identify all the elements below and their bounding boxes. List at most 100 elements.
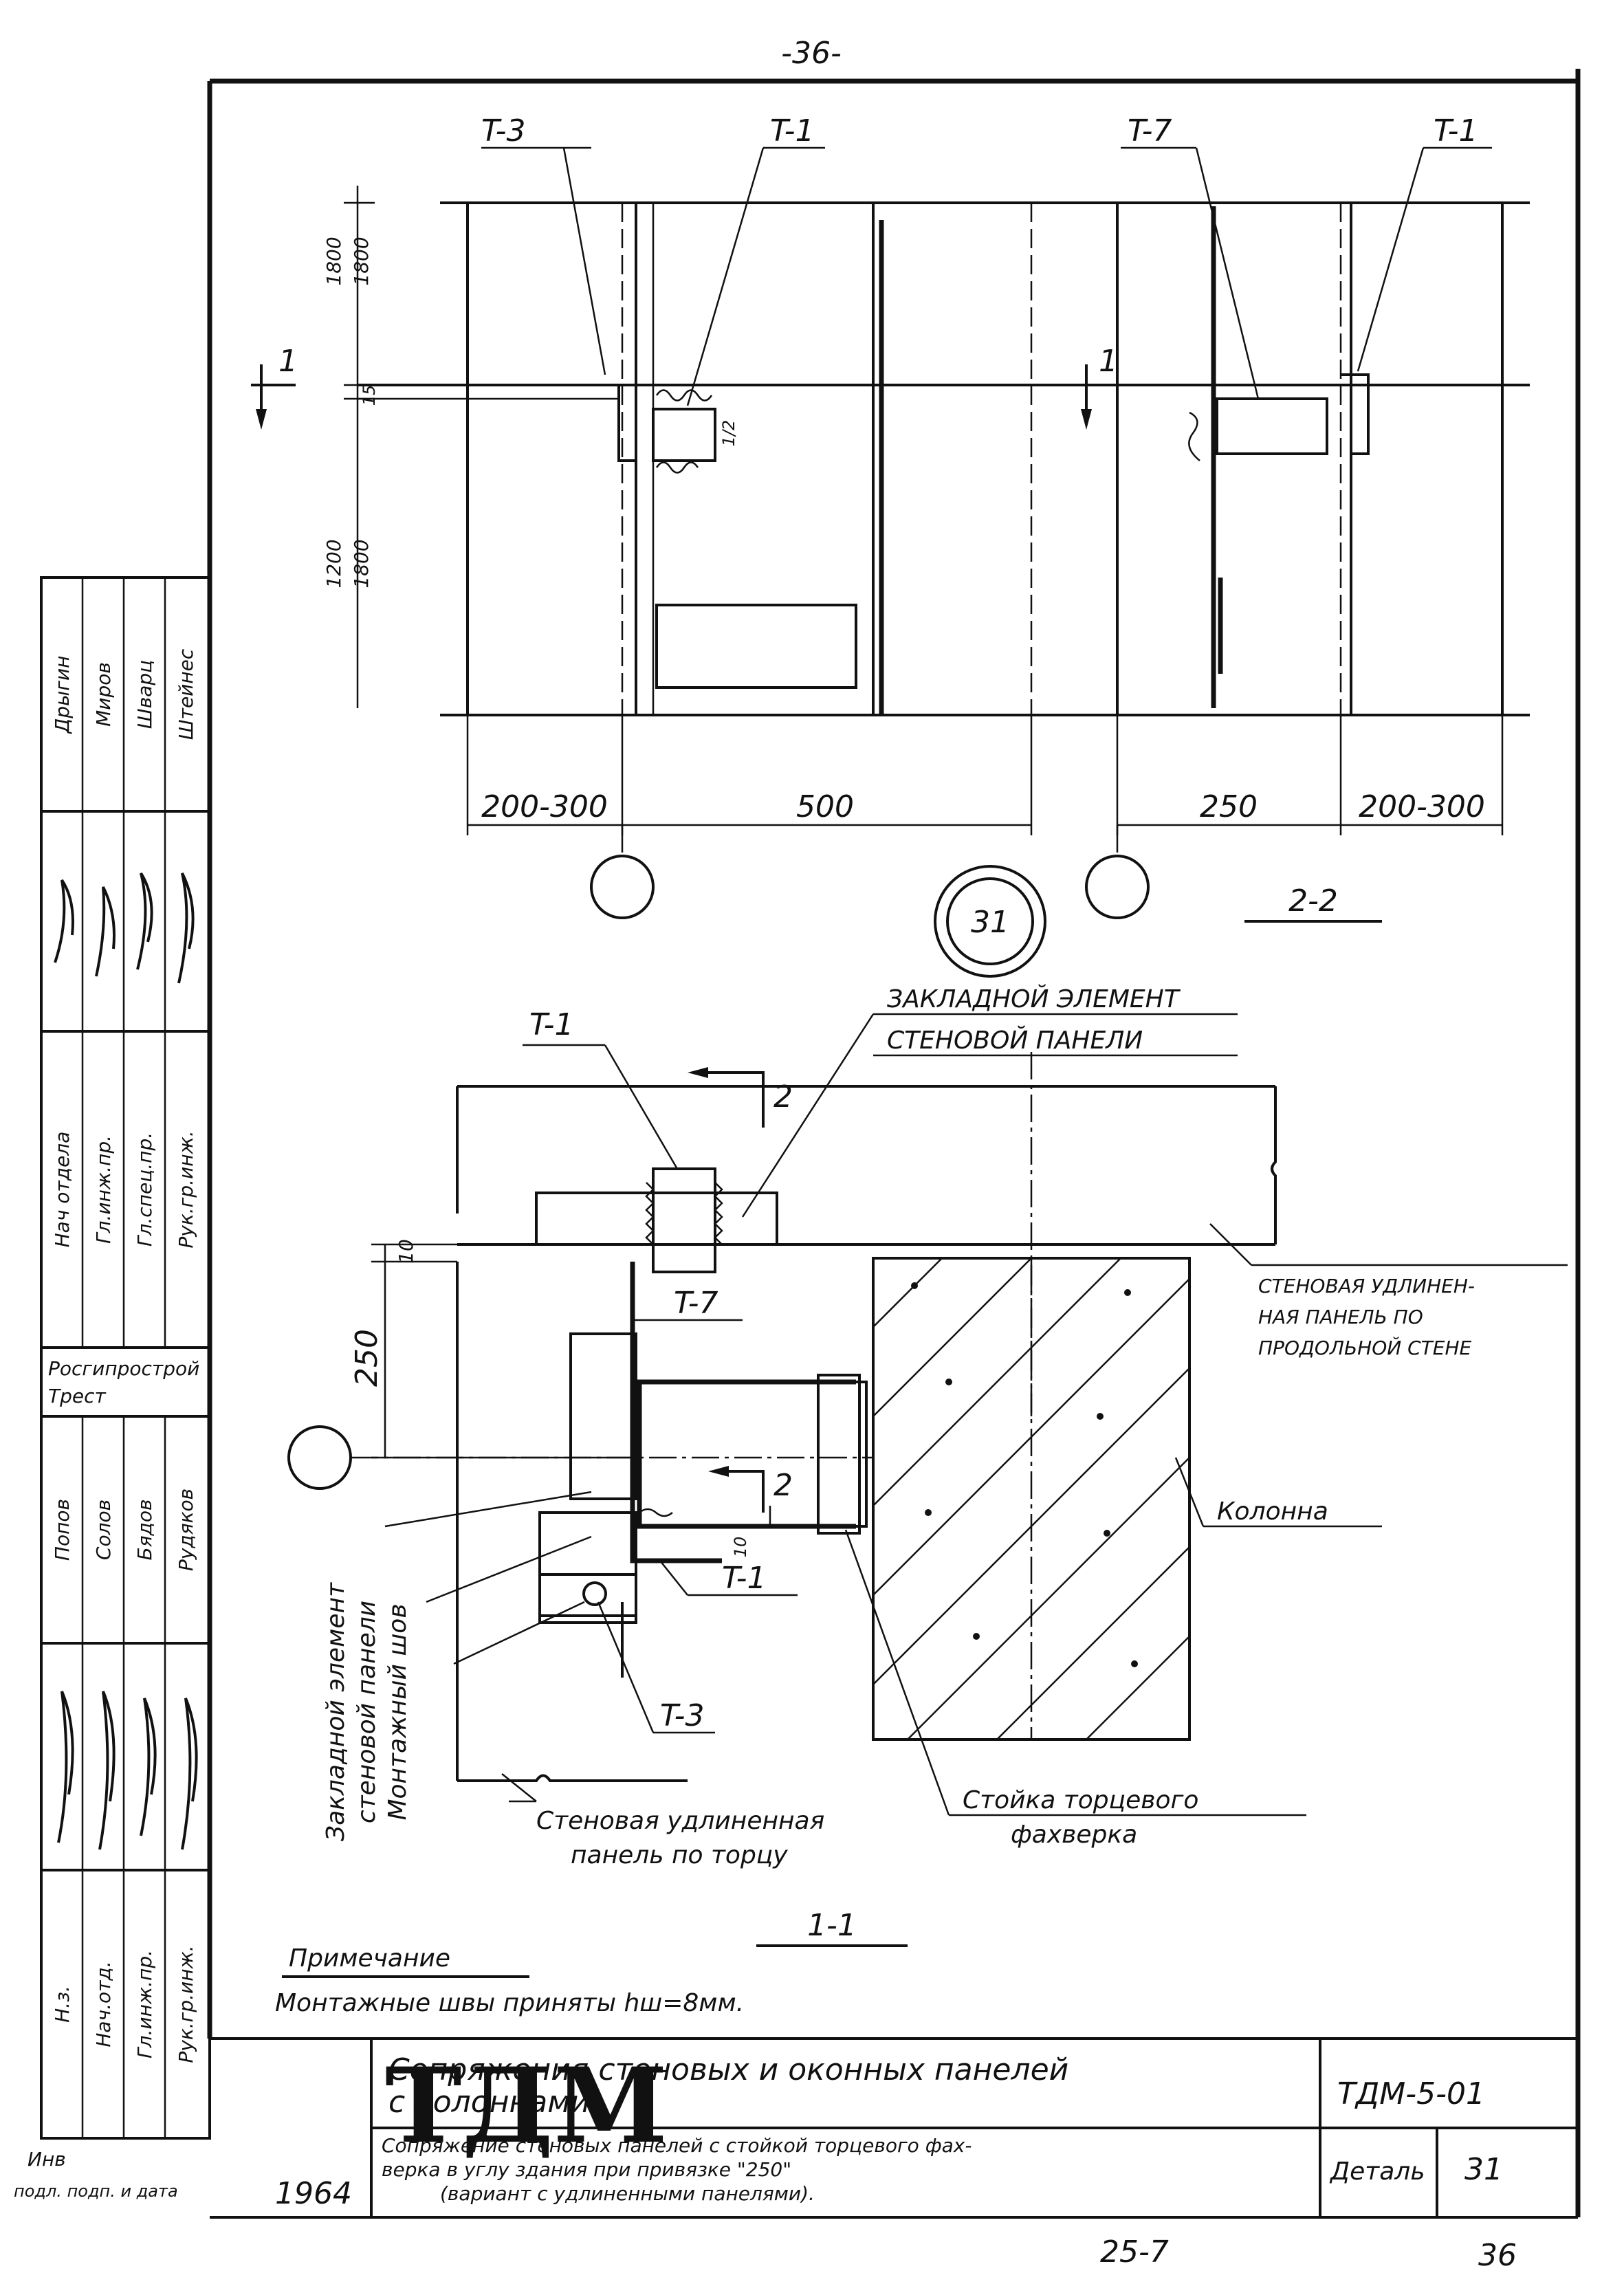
detail-label: Деталь (1329, 2157, 1425, 2186)
stamp1-name-2: Шварц (133, 660, 156, 729)
dim-200-300-right: 200-300 (1359, 789, 1485, 824)
axis-bubble-plan (287, 1425, 352, 1490)
cut-mark-1-right-label: 1 (1099, 344, 1118, 379)
stamp1-name-3: Штейнес (175, 648, 197, 740)
dim-250: 250 (1200, 789, 1258, 824)
weld-point (582, 1581, 607, 1606)
subtitle-line2: верка в углу здания при привязке "250" (382, 2158, 791, 2181)
cut-mark-2-top (701, 1071, 765, 1128)
callout-post-line1: Стойка торцевого (963, 1786, 1198, 1814)
inventory-label: Инв (28, 2148, 66, 2171)
seam-sealant (655, 389, 713, 402)
page-number-top: -36- (781, 36, 842, 71)
logo-tdm: ТДМ (385, 2045, 668, 2166)
callout-end-panel-line1: Стеновая удлиненная (536, 1807, 824, 1835)
dim-500: 500 (796, 789, 854, 824)
note-block: Примечание Монтажные швы приняты hш=8мм. (275, 1944, 744, 2017)
stamp2-name-0: Попов (51, 1499, 74, 1561)
mark-t3-plan: T-3 (660, 1698, 704, 1733)
angle-t3 (605, 384, 636, 462)
dim-seam: 1/2 (719, 420, 738, 447)
dim-1800-top: 1800 (322, 237, 345, 285)
signature-4 (177, 872, 195, 984)
embedded-element-top (535, 1192, 778, 1246)
mark-t3: T-3 (481, 113, 525, 149)
embedded-plate-t1 (652, 408, 716, 462)
angle-t1-lower (630, 1540, 722, 1563)
signature-8 (181, 1698, 198, 1850)
side-stamp: Дрыгин Миров Шварц Штейнес Нач отдела Гл… (40, 576, 211, 2140)
axis-bubble-left (590, 855, 655, 919)
stamp1-title-1: Гл.инж.пр. (92, 1135, 115, 1244)
callout-long-panel-line2: НАЯ ПАНЕЛЬ ПО (1258, 1306, 1423, 1328)
subtitle-line3: (вариант с удлиненными панелями). (440, 2182, 815, 2205)
section-1-1: T-1 ЗАКЛАДНОЙ ЭЛЕМЕНТ СТЕНОВОЙ ПАНЕЛИ СТ… (287, 985, 1568, 1947)
signature-7 (140, 1698, 157, 1836)
section-label-1-1: 1-1 (807, 1908, 857, 1943)
callout-long-panel-line1: СТЕНОВАЯ УДЛИНЕН- (1258, 1275, 1475, 1297)
callout-long-panel-line3: ПРОДОЛЬНОЙ СТЕНЕ (1258, 1336, 1471, 1359)
section-2-2: T-3 T-1 T-7 T-1 1800 1800 15 1200 1800 1… (251, 113, 1530, 978)
stamp2-title-3: Рук.гр.инж. (175, 1945, 197, 2063)
mark-t1-top-plan: T-1 (529, 1007, 573, 1042)
leader-t7 (1195, 147, 1260, 399)
signature-1 (54, 879, 74, 963)
page-number-bottom-left: 25-7 (1100, 2234, 1169, 2270)
stamp2-title-2: Гл.инж.пр. (133, 1950, 156, 2058)
embedded-plate-t7 (1216, 397, 1328, 455)
cut-mark-2-mid (722, 1470, 765, 1513)
embedded-element-end-upper (569, 1332, 637, 1500)
callout-column: Колонна (1217, 1497, 1328, 1526)
title-line1: Сопряжения стеновых и оконных панелей (388, 2052, 1068, 2087)
mark-t7-plan: T-7 (674, 1286, 718, 1321)
stamp1-name-0: Дрыгин (51, 656, 74, 735)
axis-bubble-right (1085, 855, 1150, 919)
angle-t1-right (1341, 373, 1370, 455)
leader-column (1174, 1457, 1205, 1527)
dim-1800-top-alt: 1800 (350, 237, 373, 285)
signature-2 (95, 886, 116, 977)
stamp2-name-3: Рудяков (175, 1489, 197, 1571)
cut-mark-2-top-label: 2 (773, 1079, 793, 1114)
callout-post-line2: фахверка (1011, 1821, 1137, 1849)
mark-t1: T-1 (770, 113, 814, 149)
stamp2-name-1: Солов (92, 1500, 115, 1560)
leader-long-panel (1209, 1223, 1252, 1266)
leader-t1 (686, 147, 765, 406)
leader-t3 (597, 1601, 655, 1733)
inventory-sub-label: подл. подп. и дата (14, 2182, 178, 2201)
title-line2: с колоннами (388, 2085, 590, 2120)
concrete-dots (911, 1282, 1138, 1667)
callout-embedded-top-line2: СТЕНОВОЙ ПАНЕЛИ (887, 1026, 1143, 1055)
embedded-element-end-lower (538, 1511, 637, 1617)
dim-250-plan: 250 (349, 1329, 384, 1387)
sheet-frame (207, 69, 1581, 2219)
detail-circle-number: 31 (971, 905, 1009, 940)
leader-post (844, 1529, 950, 1816)
dim-1800-bottom: 1800 (350, 539, 373, 588)
stamp2-title-1: Нач.отд. (92, 1961, 115, 2047)
signature-6 (98, 1691, 116, 1850)
dim-200-300-left: 200-300 (481, 789, 608, 824)
detail-circle (934, 865, 1046, 978)
stamp1-title-0: Нач отдела (51, 1132, 74, 1248)
stamp1-title-2: Гл.спец.пр. (133, 1132, 156, 1247)
vertical-label-seam: Монтажный шов (384, 1603, 412, 1820)
leader-t1-top (604, 1044, 679, 1170)
callout-embedded-top-line1: ЗАКЛАДНОЙ ЭЛЕМЕНТ (887, 985, 1181, 1013)
title-year: 1964 (275, 2176, 352, 2211)
title-block: ТДМ 1964 Сопряжения стеновых и оконных п… (14, 2039, 1578, 2217)
dim-1200: 1200 (322, 539, 345, 588)
vertical-label-wall-panel: стеновой панели (353, 1601, 381, 1823)
subtitle-line1: Сопряжение стеновых панелей с стойкой то… (382, 2134, 972, 2157)
vertical-label-embedded: Закладной элемент (322, 1582, 350, 1841)
stamp1-name-1: Миров (92, 662, 115, 727)
page-number-bottom-right: 36 (1478, 2238, 1517, 2273)
stamp-org: Росгипрострой (48, 1357, 199, 1380)
note-title: Примечание (289, 1944, 450, 1973)
leader-t1-right (1357, 147, 1425, 372)
note-text: Монтажные швы приняты hш=8мм. (275, 1989, 744, 2017)
cut-mark-1-left-label: 1 (278, 344, 298, 379)
section-label-2-2: 2-2 (1288, 883, 1338, 919)
stamp2-name-2: Бядов (133, 1499, 156, 1560)
